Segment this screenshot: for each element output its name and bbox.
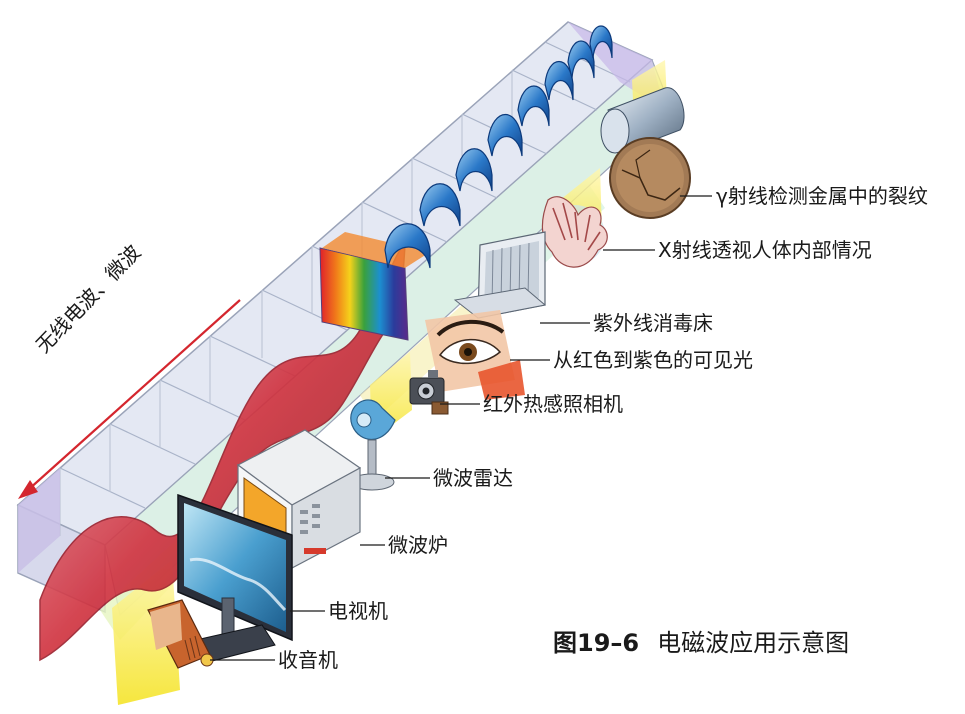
television-icon <box>177 493 293 663</box>
figure-title: 电磁波应用示意图 <box>657 629 850 657</box>
gamma-ray-label: γ射线检测金属中的裂纹 <box>716 184 928 208</box>
eye-icon <box>425 310 525 400</box>
xray-label: X射线透视人体内部情况 <box>658 238 872 262</box>
infrared-label: 红外热感照相机 <box>483 392 623 416</box>
figure-number: 图19–6 <box>553 629 640 657</box>
cracked-metal-disc-icon <box>609 137 691 219</box>
visible-light-block <box>319 232 430 341</box>
short-wave-ribbon <box>384 25 613 269</box>
radio-label: 收音机 <box>278 648 338 672</box>
leader-lines <box>210 195 712 661</box>
microwave-oven-label: 微波炉 <box>388 533 448 557</box>
uv-label: 紫外线消毒床 <box>593 311 713 335</box>
television-label: 电视机 <box>328 599 388 623</box>
yellow-flap-radio <box>112 560 180 705</box>
radio-icon <box>147 599 214 669</box>
thermal-camera-icon <box>409 370 449 415</box>
radar-icon <box>349 399 396 491</box>
figure-caption: 图19–6 电磁波应用示意图 <box>553 623 849 658</box>
metal-cylinder-icon <box>600 87 685 154</box>
radar-label: 微波雷达 <box>433 466 513 490</box>
xray-hand-icon <box>541 196 608 268</box>
long-wavelength-arrow <box>18 299 241 499</box>
visible-light-label: 从红色到紫色的可见光 <box>553 348 753 372</box>
uv-disinfection-bed-icon <box>453 231 547 319</box>
